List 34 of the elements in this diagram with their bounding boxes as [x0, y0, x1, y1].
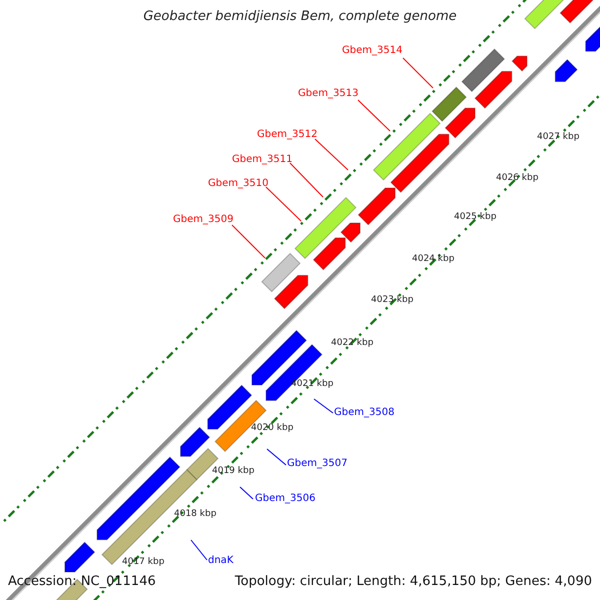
accession-text: Accession: NC_011146 — [8, 575, 156, 590]
gene-label: Gbem_3510 — [208, 178, 268, 189]
scale-label: 4024 kbp — [412, 255, 454, 265]
leader-line — [290, 162, 324, 198]
genome-info-text: Topology: circular; Length: 4,615,150 bp; Genes: 4,090 — [234, 575, 592, 590]
gene-label: Gbem_3512 — [257, 129, 318, 140]
leader-line — [232, 224, 266, 258]
scale-label: 4020 kbp — [251, 424, 294, 434]
gene-label: dnaK — [208, 555, 234, 566]
leader-line — [190, 540, 208, 560]
gene-label: Gbem_3513 — [298, 88, 358, 99]
gene-label: Gbem_3514 — [342, 45, 402, 56]
scale-label: 4019 kbp — [212, 467, 254, 477]
gene-label: Gbem_3506 — [255, 493, 316, 504]
leader-line — [266, 448, 286, 466]
leader-line — [266, 186, 302, 222]
leader-line — [358, 100, 390, 132]
gene-label: Gbem_3511 — [232, 154, 292, 165]
leader-line — [314, 138, 348, 170]
scale-label: 4017 kbp — [122, 558, 164, 568]
gene-label: Gbem_3507 — [287, 458, 348, 469]
leader-line — [314, 398, 334, 414]
gene-label: Gbem_3508 — [334, 407, 394, 418]
scale-label: 4018 kbp — [174, 510, 216, 520]
scale-label: 4027 kbp — [537, 133, 580, 143]
gene-label: Gbem_3509 — [173, 214, 234, 225]
leader-line — [240, 486, 254, 500]
scale-label: 4021 kbp — [291, 380, 334, 390]
leader-line — [402, 58, 434, 88]
title: Geobacter bemidjiensis Bem, complete genome — [142, 10, 458, 24]
scale-label: 4026 kbp — [496, 174, 538, 184]
scale-label: 4023 kbp — [371, 296, 414, 306]
scale-label: 4025 kbp — [454, 213, 496, 223]
scale-label: 4022 kbp — [331, 339, 374, 349]
